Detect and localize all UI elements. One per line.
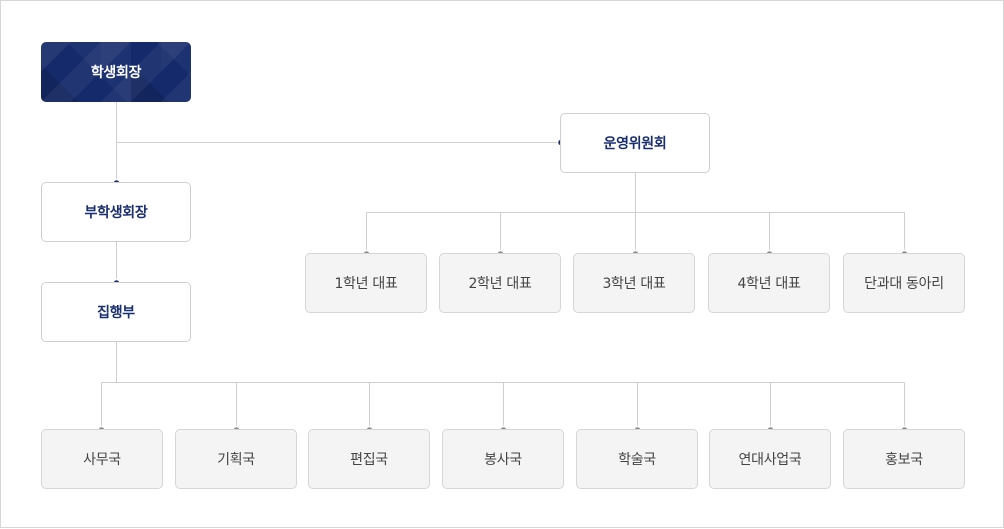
node-department-label: 홍보국 [885, 452, 923, 468]
node-department: 홍보국 [843, 429, 965, 489]
node-department: 사무국 [41, 429, 163, 489]
node-department-label: 편집국 [350, 452, 388, 468]
node-representative-label: 3학년 대표 [602, 276, 666, 292]
node-department-label: 사무국 [83, 452, 121, 468]
node-department: 봉사국 [442, 429, 564, 489]
node-department: 기획국 [175, 429, 297, 489]
node-executive-label: 집행부 [97, 305, 135, 321]
node-executive: 집행부 [41, 282, 191, 342]
node-committee-label: 운영위원회 [603, 136, 667, 152]
node-representative: 단과대 동아리 [843, 253, 965, 313]
node-committee: 운영위원회 [560, 113, 710, 173]
node-president: 학생회장 [41, 42, 191, 102]
node-president-label: 학생회장 [90, 65, 142, 81]
node-representative-label: 단과대 동아리 [864, 276, 944, 292]
node-vice-president-label: 부학생회장 [84, 205, 148, 221]
node-representative: 3학년 대표 [573, 253, 695, 313]
node-department-label: 학술국 [618, 452, 656, 468]
node-representative: 4학년 대표 [708, 253, 830, 313]
node-representative-label: 2학년 대표 [468, 276, 532, 292]
node-vice-president: 부학생회장 [41, 182, 191, 242]
node-department: 학술국 [576, 429, 698, 489]
node-department-label: 기획국 [217, 452, 255, 468]
node-department-label: 연대사업국 [738, 452, 802, 468]
node-department: 연대사업국 [709, 429, 831, 489]
node-department: 편집국 [308, 429, 430, 489]
node-representative-label: 4학년 대표 [737, 276, 801, 292]
node-representative: 1학년 대표 [305, 253, 427, 313]
node-department-label: 봉사국 [484, 452, 522, 468]
node-representative: 2학년 대표 [439, 253, 561, 313]
node-representative-label: 1학년 대표 [334, 276, 398, 292]
